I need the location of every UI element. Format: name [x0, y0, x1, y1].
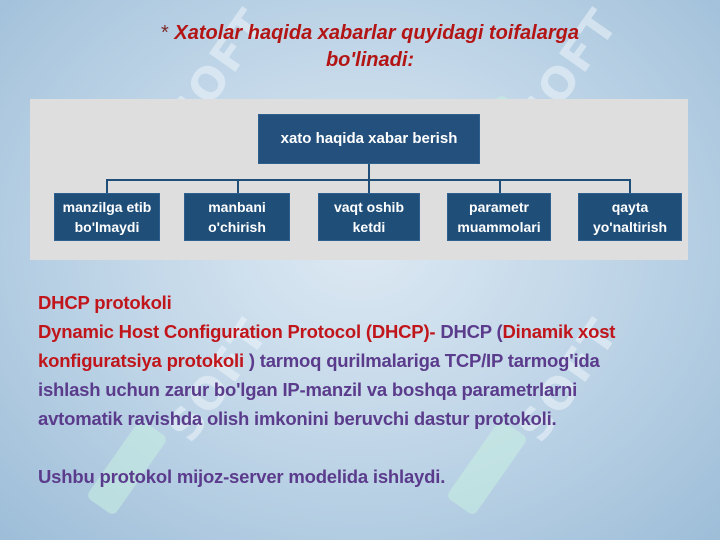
child-node-label: yo'naltirish	[592, 219, 668, 235]
model-statement: Ushbu protokol mijoz-server modelida ish…	[38, 466, 446, 487]
dhcp-description: DHCP protokoli Dynamic Host Configuratio…	[38, 288, 688, 491]
definition-uzbek-name: konfiguratsiya protokoli	[38, 350, 244, 371]
child-node-label: o'chirish	[208, 219, 266, 235]
spacer	[38, 433, 688, 462]
child-node-label: parametr	[469, 199, 529, 215]
diagram-root-node: xato haqida xabar berish	[258, 114, 480, 164]
definition-paragraph: Dynamic Host Configuration Protocol (DHC…	[38, 317, 688, 433]
diagram-child-node: vaqt oshib ketdi	[318, 193, 420, 241]
child-node-label: manzilga etib	[62, 199, 152, 215]
diagram-child-node: qayta yo'naltirish	[578, 193, 682, 241]
definition-term: Dynamic Host Configuration Protocol (DHC…	[38, 321, 436, 342]
child-node-label: manbani	[208, 199, 266, 215]
title-line-1: Xatolar haqida xabarlar quyidagi toifala…	[174, 22, 579, 44]
connector-child-2	[237, 179, 239, 193]
connector-child-5	[629, 179, 631, 193]
definition-text: ) tarmoq qurilmalariga TCP/IP tarmog'ida	[243, 350, 600, 371]
diagram-child-node: manzilga etib bo'lmaydi	[54, 193, 160, 241]
definition-uzbek-name: Dinamik xost	[502, 321, 616, 342]
child-node-label: qayta	[611, 199, 649, 215]
child-node-label: ketdi	[352, 219, 386, 235]
child-node-label: bo'lmaydi	[74, 219, 140, 235]
child-node-label: muammolari	[457, 219, 541, 235]
connector-child-1	[106, 179, 108, 193]
section-heading: DHCP protokoli	[38, 292, 172, 313]
diagram-child-node: parametr muammolari	[447, 193, 551, 241]
connector-root-down	[368, 164, 370, 180]
child-node-label: vaqt oshib	[333, 199, 404, 215]
diagram-child-node: manbani o'chirish	[184, 193, 290, 241]
connector-child-3	[368, 179, 370, 193]
definition-text: avtomatik ravishda olish imkonini beruvc…	[38, 408, 557, 429]
definition-abbr: DHCP (	[435, 321, 503, 342]
definition-text: ishlash uchun zarur bo'lgan IP-manzil va…	[38, 379, 578, 400]
root-node-label: xato haqida xabar berish	[280, 130, 458, 147]
connector-child-4	[499, 179, 501, 193]
title-line-2: bo'linadi:	[325, 49, 415, 71]
bullet-star: *	[161, 22, 169, 44]
slide-title: * Xatolar haqida xabarlar quyidagi toifa…	[100, 20, 640, 74]
